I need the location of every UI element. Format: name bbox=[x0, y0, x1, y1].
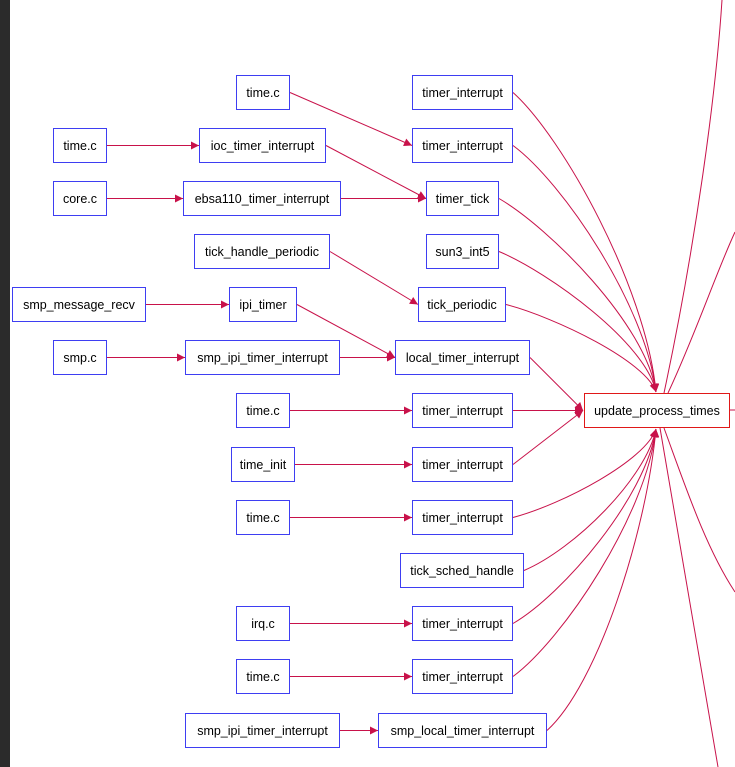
node-sun3-int5[interactable]: sun3_int5 bbox=[426, 234, 499, 269]
node-irq-c[interactable]: irq.c bbox=[236, 606, 290, 641]
node-core-c[interactable]: core.c bbox=[53, 181, 107, 216]
node-timer-interrupt[interactable]: timer_interrupt bbox=[412, 128, 513, 163]
edge-n_time_c_1-to-n_timer_int_2 bbox=[289, 92, 413, 146]
outgoing-edge-1 bbox=[667, 231, 735, 394]
node-smp-message-recv[interactable]: smp_message_recv bbox=[12, 287, 146, 322]
edge-n_timer_int_6-to-n_upt bbox=[512, 428, 659, 624]
node-ebsa110-timer-interrupt[interactable]: ebsa110_timer_interrupt bbox=[183, 181, 341, 216]
edge-n_timer_int_1-to-n_upt bbox=[512, 92, 660, 393]
edge-n_ioc-to-n_timer_tick bbox=[325, 145, 427, 199]
node-tick-handle-periodic[interactable]: tick_handle_periodic bbox=[194, 234, 330, 269]
edge-n_timer_int_7-to-n_upt bbox=[512, 428, 660, 677]
edge-n_tsh-to-n_upt bbox=[523, 428, 659, 571]
edge-n_timer_int_2-to-n_upt bbox=[512, 145, 660, 393]
node-smp-ipi-timer-interrupt[interactable]: smp_ipi_timer_interrupt bbox=[185, 340, 340, 375]
edge-n_ipi_timer-to-n_local_timer bbox=[296, 304, 396, 358]
outgoing-edge-2 bbox=[663, 427, 735, 593]
outgoing-edge-0 bbox=[663, 0, 723, 394]
node-time-c[interactable]: time.c bbox=[236, 659, 290, 694]
outgoing-edge-3 bbox=[659, 427, 719, 767]
node-timer-interrupt[interactable]: timer_interrupt bbox=[412, 447, 513, 482]
node-time-c[interactable]: time.c bbox=[53, 128, 107, 163]
node-timer-tick[interactable]: timer_tick bbox=[426, 181, 499, 216]
node-smp-local-timer-interrupt[interactable]: smp_local_timer_interrupt bbox=[378, 713, 547, 748]
edge-n_smp_local-to-n_upt bbox=[546, 428, 660, 731]
node-tick-sched-handle[interactable]: tick_sched_handle bbox=[400, 553, 524, 588]
node-timer-interrupt[interactable]: timer_interrupt bbox=[412, 659, 513, 694]
node-smp-c[interactable]: smp.c bbox=[53, 340, 107, 375]
node-time-c[interactable]: time.c bbox=[236, 500, 290, 535]
edge-n_thp-to-n_tick_periodic bbox=[329, 251, 419, 305]
edge-n_tick_periodic-to-n_upt bbox=[505, 304, 658, 393]
node-update-process-times[interactable]: update_process_times bbox=[584, 393, 730, 428]
node-timer-interrupt[interactable]: timer_interrupt bbox=[412, 393, 513, 428]
node-time-c[interactable]: time.c bbox=[236, 75, 290, 110]
node-ipi-timer[interactable]: ipi_timer bbox=[229, 287, 297, 322]
edge-n_local_timer-to-n_upt bbox=[529, 357, 584, 411]
edge-n_sun3-to-n_upt bbox=[498, 251, 659, 393]
edge-n_timer_int_5-to-n_upt bbox=[512, 428, 658, 518]
node-timer-interrupt[interactable]: timer_interrupt bbox=[412, 606, 513, 641]
node-time-init[interactable]: time_init bbox=[231, 447, 295, 482]
node-smp-ipi-timer-interrupt[interactable]: smp_ipi_timer_interrupt bbox=[185, 713, 340, 748]
node-ioc-timer-interrupt[interactable]: ioc_timer_interrupt bbox=[199, 128, 326, 163]
window-edge-strip bbox=[0, 0, 10, 767]
node-time-c[interactable]: time.c bbox=[236, 393, 290, 428]
node-timer-interrupt[interactable]: timer_interrupt bbox=[412, 500, 513, 535]
node-timer-interrupt[interactable]: timer_interrupt bbox=[412, 75, 513, 110]
node-tick-periodic[interactable]: tick_periodic bbox=[418, 287, 506, 322]
node-local-timer-interrupt[interactable]: local_timer_interrupt bbox=[395, 340, 530, 375]
edge-n_timer_int_4-to-n_upt bbox=[512, 410, 584, 465]
edge-n_timer_tick-to-n_upt bbox=[498, 198, 659, 393]
